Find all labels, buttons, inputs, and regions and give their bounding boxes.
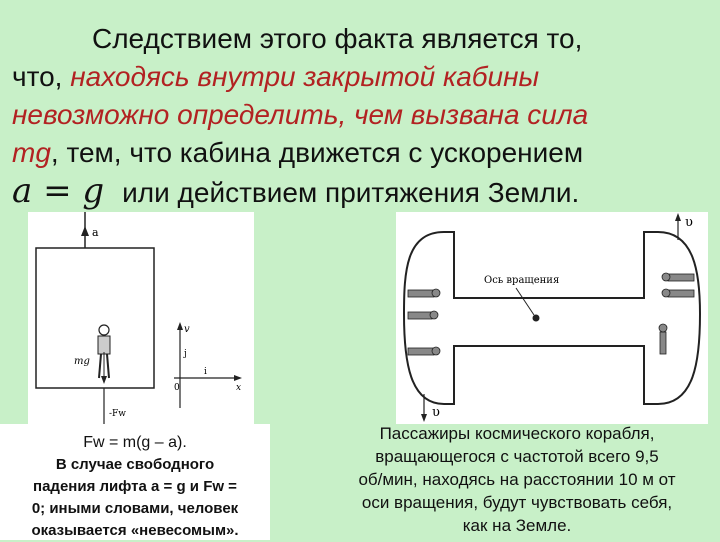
axis-x-arrow-icon [234,375,242,381]
main-paragraph: Следствием этого факта является то, что,… [12,20,712,212]
person-leg-left [98,353,102,379]
passenger-figure [667,289,695,298]
person-body-icon [97,335,111,355]
passenger-figure [407,289,435,298]
axis-y-arrow-icon [177,322,183,330]
label-v-top: υ [685,215,693,230]
arrow-down-icon [421,414,427,422]
rotation-axis-point [532,314,540,322]
label-j: j [183,349,187,359]
emphasis-text: mg [12,137,51,168]
label-zero: 0 [174,383,180,393]
label-v: v [184,324,190,335]
main-line-2: что, находясь внутри закрытой кабины [12,61,540,92]
caption-right-line-1: Пассажиры космического корабля, [379,424,655,443]
main-line-3: невозможно определить, чем вызвана сила [12,96,712,134]
person-head-icon [98,324,110,336]
passenger-figure [407,347,435,356]
caption-left-line-5: оказывается «невесомым». [31,522,239,539]
arrow-mg-icon [101,376,107,384]
label-rotation-axis: Ось вращения [484,275,559,286]
caption-left-line-4: 0; иными словами, человек [31,500,239,517]
passenger-head [429,310,439,320]
passenger-head [661,272,671,282]
label-x: x [236,383,241,393]
elevator-cabin [35,247,155,389]
axis-pointer-line [515,287,535,316]
passenger-head [661,288,671,298]
person-leg-right [106,353,110,379]
emphasis-text: находясь внутри закрытой кабины [70,61,540,92]
caption-right-line-3: об/мин, находясь на расстоянии 10 м от [358,470,676,489]
main-line-4: mg, тем, что кабина движется с ускорение… [12,137,584,168]
station-diagram: Ось вращения υ υ [402,213,702,422]
formula-a-equals-g: a = g [12,171,105,211]
emphasis-text: невозможно определить, чем вызвана сила [12,99,589,130]
passenger-figure [667,273,695,282]
passenger-head [658,323,668,333]
caption-right-line-2: вращающегося с частотой всего 9,5 [375,447,659,466]
label-a: a [92,226,99,239]
label-v-bottom: υ [432,405,440,420]
caption-left-line-2: В случае свободного [55,456,215,473]
force-formula: Fw = m(g – a). [83,434,187,451]
caption-left-line-3: падения лифта а = g и Fw = [33,478,237,495]
passenger-head [431,288,441,298]
passenger-head [431,346,441,356]
elevator-diagram: a mg -Fw v j i x 0 [35,212,242,424]
rotating-station-figure: Ось вращения υ υ [396,212,708,424]
passenger-figure [407,311,433,320]
caption-right-line-4: оси вращения, будут чувствовать себя, [361,493,673,512]
passenger-figure [659,331,667,355]
passengers-right-icon [658,272,695,355]
arrow-up-icon [675,213,681,221]
label-i: i [204,367,207,377]
arrow-a-icon [81,226,89,236]
caption-right-line-5: как на Земле. [462,516,572,535]
elevator-figure: a mg -Fw v j i x 0 [28,212,254,427]
elevator-caption: Fw = m(g – a). В случае свободного паден… [0,424,270,540]
station-caption: Пассажиры космического корабля, вращающе… [322,422,712,537]
station-outline [402,231,702,405]
main-line-1: Следствием этого факта является то, [92,23,583,54]
label-fw: -Fw [109,409,126,419]
label-mg: mg [74,356,90,367]
passengers-left-icon [407,288,441,356]
